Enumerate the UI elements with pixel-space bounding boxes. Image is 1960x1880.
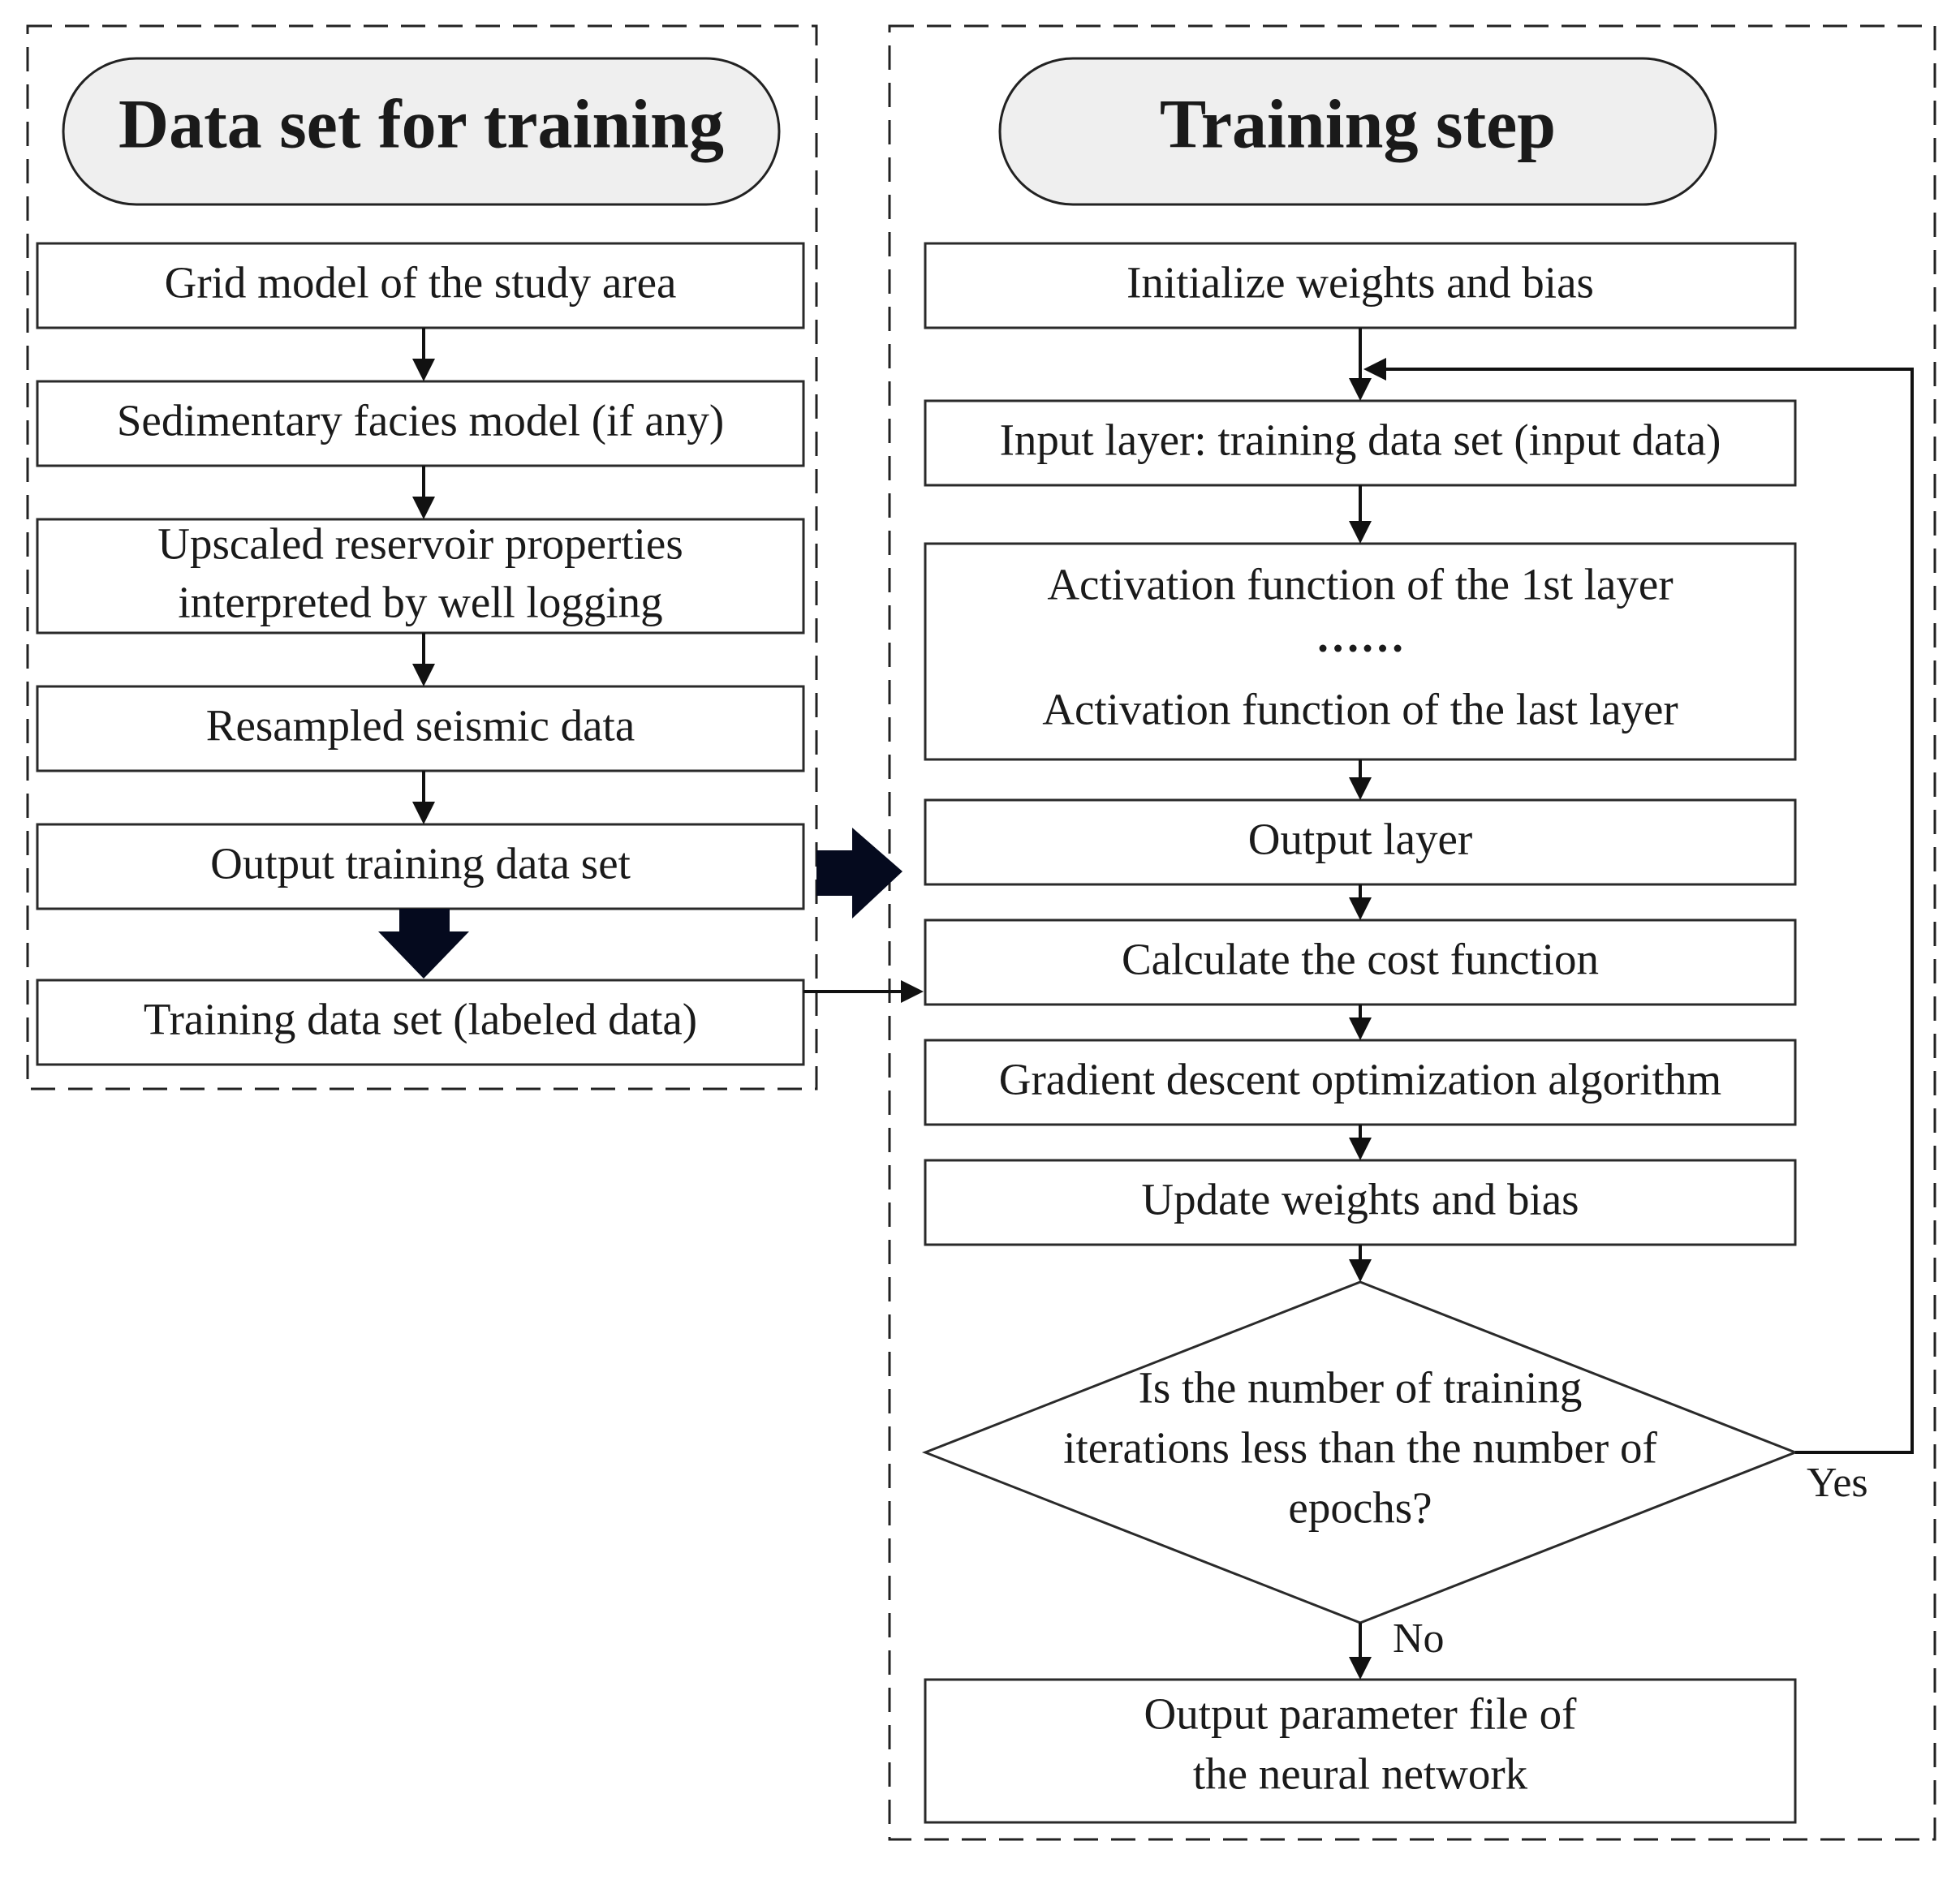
svg-text:epochs?: epochs?	[1288, 1483, 1432, 1533]
update-to-decision-arrow	[1349, 1245, 1372, 1282]
labeled-data-to-cost-arrow	[803, 980, 924, 1003]
output-training-set-box: Output training data set	[36, 823, 805, 910]
output-layer-box: Output layer	[924, 798, 1797, 886]
svg-text:the neural network: the neural network	[1193, 1749, 1528, 1799]
svg-text:Update weights and bias: Update weights and bias	[1141, 1175, 1579, 1224]
svg-text:Grid model of the study area: Grid model of the study area	[165, 258, 677, 308]
svg-text:Input layer: training data set: Input layer: training data set (input da…	[1000, 415, 1721, 465]
init-to-input-arrow	[1349, 328, 1372, 401]
labeled-training-set-box: Training data set (labeled data)	[36, 979, 805, 1066]
right-panel-title: Training step	[998, 57, 1717, 206]
left-arrow-1	[412, 328, 435, 381]
left-arrow-2	[412, 466, 435, 519]
svg-text:Gradient descent optimization: Gradient descent optimization algorithm	[999, 1055, 1721, 1104]
svg-text:Output training data set: Output training data set	[210, 839, 631, 888]
svg-text:Activation function of the las: Activation function of the last layer	[1042, 685, 1678, 734]
output-to-cost-arrow	[1349, 884, 1372, 920]
cost-function-box: Calculate the cost function	[924, 918, 1797, 1006]
input-layer-box: Input layer: training data set (input da…	[924, 399, 1797, 487]
initialize-box: Initialize weights and bias	[924, 242, 1797, 329]
grid-model-box: Grid model of the study area	[36, 242, 805, 329]
svg-text:iterations less than the numbe: iterations less than the number of	[1063, 1423, 1657, 1473]
yes-loop-arrow	[1363, 358, 1914, 1454]
left-panel-title: Data set for training	[62, 57, 781, 206]
right-panel-frame	[888, 24, 1936, 1841]
svg-text:Output parameter file of: Output parameter file of	[1144, 1689, 1578, 1739]
svg-text:……: ……	[1316, 612, 1405, 661]
svg-text:Calculate the cost function: Calculate the cost function	[1122, 935, 1599, 984]
svg-text:Initialize weights and bias: Initialize weights and bias	[1126, 258, 1594, 308]
yes-label: Yes	[1807, 1460, 1868, 1506]
svg-text:Is the number of training: Is the number of training	[1139, 1363, 1583, 1413]
fat-right-arrow	[816, 828, 902, 918]
resampled-seismic-box: Resampled seismic data	[36, 685, 805, 772]
left-arrow-4	[412, 771, 435, 824]
svg-text:Training data set (labeled dat: Training data set (labeled data)	[144, 995, 697, 1044]
svg-text:interpreted by well logging: interpreted by well logging	[178, 578, 662, 627]
left-arrow-3	[412, 633, 435, 686]
svg-text:Training step: Training step	[1160, 85, 1556, 163]
upscaled-properties-box: Upscaled reservoir properties interprete…	[36, 518, 805, 635]
no-label: No	[1393, 1615, 1445, 1662]
epochs-decision-diamond: Is the number of training iterations les…	[921, 1280, 1799, 1624]
svg-text:Upscaled reservoir properties: Upscaled reservoir properties	[157, 519, 683, 569]
input-to-activation-arrow	[1349, 485, 1372, 544]
activation-to-output-arrow	[1349, 759, 1372, 800]
svg-text:Output layer: Output layer	[1248, 815, 1472, 864]
update-weights-box: Update weights and bias	[924, 1159, 1797, 1246]
final-output-box: Output parameter file of the neural netw…	[924, 1678, 1797, 1824]
sedimentary-facies-box: Sedimentary facies model (if any)	[36, 380, 805, 467]
decision-to-final-arrow	[1349, 1623, 1372, 1680]
svg-text:Activation function of the 1st: Activation function of the 1st layer	[1047, 560, 1673, 609]
gradient-descent-box: Gradient descent optimization algorithm	[924, 1039, 1797, 1126]
activation-box: Activation function of the 1st layer …… …	[924, 542, 1797, 761]
gradient-to-update-arrow	[1349, 1125, 1372, 1160]
svg-text:Data set for training: Data set for training	[118, 85, 724, 163]
left-panel-frame	[26, 24, 818, 1091]
left-fat-down-arrow	[378, 909, 469, 979]
svg-text:Resampled seismic data: Resampled seismic data	[206, 701, 635, 751]
svg-text:Sedimentary facies model (if a: Sedimentary facies model (if any)	[117, 396, 724, 445]
cost-to-gradient-arrow	[1349, 1005, 1372, 1040]
